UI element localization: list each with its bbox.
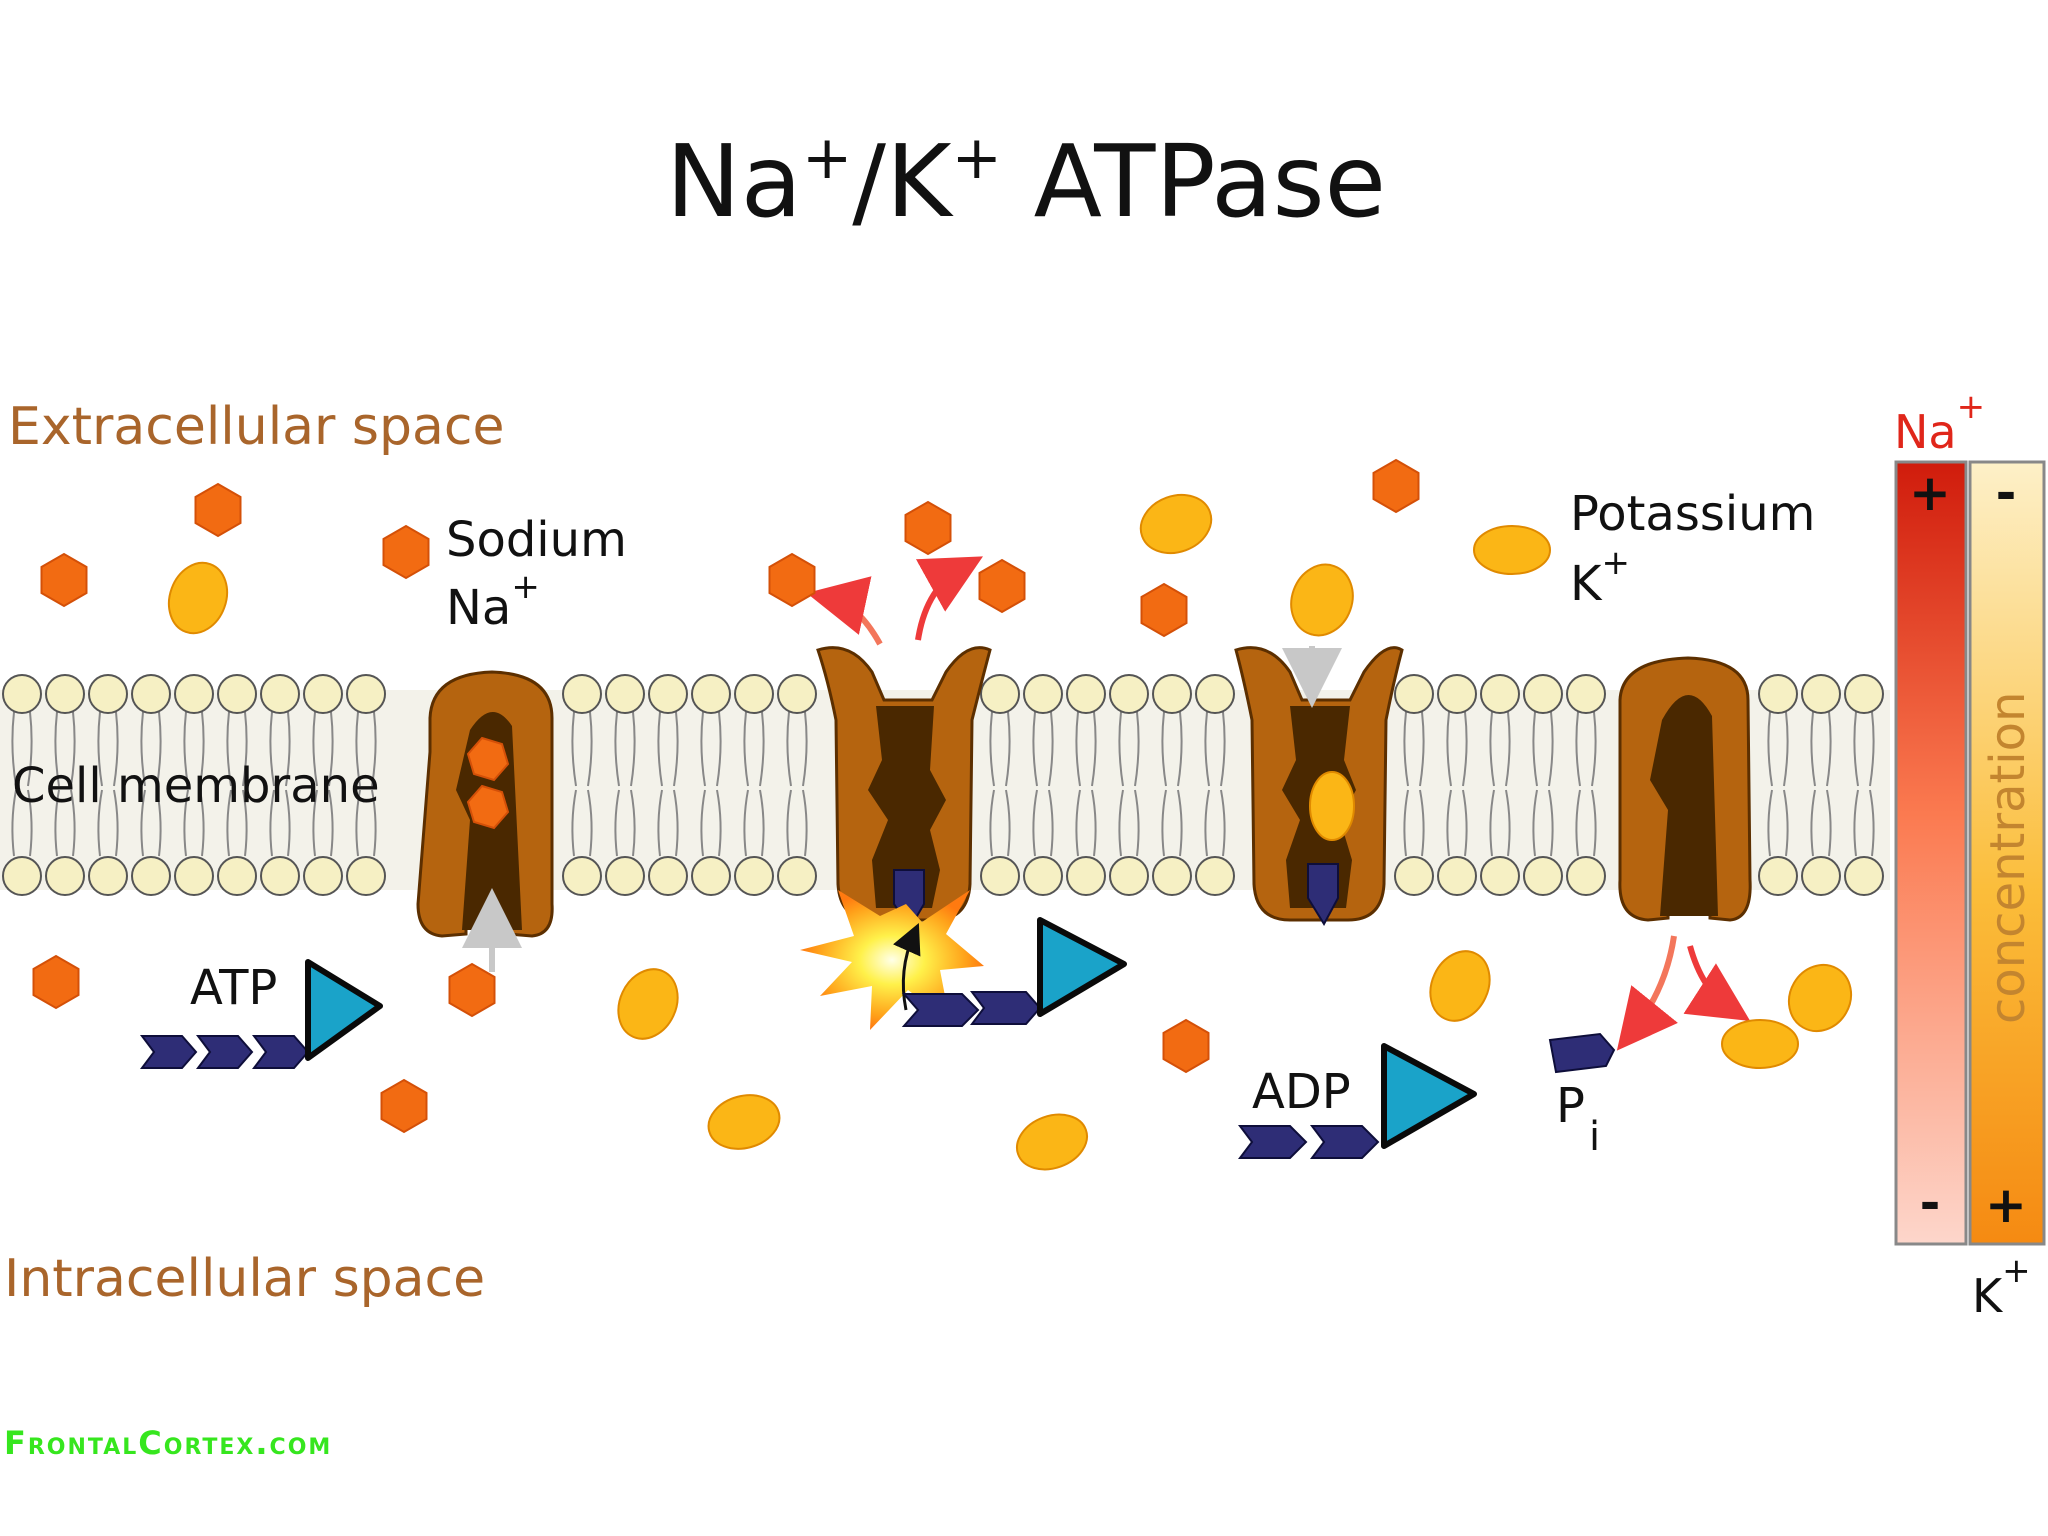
potassium-ion bbox=[1290, 563, 1354, 637]
sodium-ion bbox=[194, 482, 242, 538]
transport-arrows bbox=[462, 556, 1751, 1051]
sodium-ion bbox=[40, 552, 88, 608]
adp-label: ADP bbox=[1252, 1064, 1351, 1120]
atpase-protein-open-inside bbox=[416, 670, 554, 938]
potassium-high-sign: + bbox=[1985, 1176, 2027, 1234]
sodium-ion bbox=[380, 1078, 428, 1134]
sodium-ion bbox=[448, 962, 496, 1018]
atpase-protein-release-k bbox=[1618, 656, 1752, 922]
potassium-ion bbox=[1429, 950, 1491, 1022]
cell-membrane-label: Cell membrane bbox=[12, 758, 380, 814]
potassium-ion bbox=[1787, 963, 1853, 1033]
sodium-ion bbox=[768, 552, 816, 608]
potassium-ion bbox=[1473, 525, 1551, 575]
sodium-gradient bbox=[1894, 460, 1968, 1246]
atp-molecule bbox=[140, 959, 383, 1069]
sodium-high-sign: + bbox=[1909, 464, 1951, 522]
potassium-low-sign: - bbox=[1996, 464, 2017, 522]
sodium-ions bbox=[32, 458, 1420, 1134]
potassium-ion bbox=[167, 561, 229, 635]
sodium-ion bbox=[904, 500, 952, 556]
potassium-ion bbox=[1016, 1113, 1088, 1171]
sodium-ion bbox=[466, 784, 510, 830]
sodium-symbol-label: Na+ bbox=[446, 567, 540, 636]
sodium-ion bbox=[466, 736, 510, 782]
adp-molecule bbox=[1238, 1043, 1477, 1159]
atpase-protein-open-outside bbox=[816, 646, 992, 930]
atp-bound bbox=[901, 917, 1127, 1027]
potassium-ion bbox=[1309, 771, 1355, 841]
gradient-k-label: K+ bbox=[1972, 1251, 2031, 1323]
sodium-label: Sodium bbox=[446, 512, 627, 568]
potassium-ion bbox=[707, 1094, 781, 1150]
diagram-title: Na+/K+ ATPase bbox=[666, 123, 1386, 240]
sodium-ion bbox=[1140, 582, 1188, 638]
sodium-ion bbox=[978, 558, 1026, 614]
potassium-ion bbox=[1721, 1019, 1799, 1069]
intracellular-label: Intracellular space bbox=[4, 1249, 485, 1309]
potassium-gradient bbox=[1968, 460, 2046, 1246]
gradient-na-label: Na+ bbox=[1894, 387, 1985, 459]
extracellular-label: Extracellular space bbox=[8, 397, 504, 457]
potassium-ions bbox=[167, 493, 1853, 1171]
sodium-ion bbox=[32, 954, 80, 1010]
potassium-ion bbox=[1139, 493, 1213, 555]
concentration-label: concentration bbox=[1980, 692, 2036, 1024]
inorganic-phosphate bbox=[1548, 1032, 1616, 1074]
atp-label: ATP bbox=[190, 960, 277, 1016]
sodium-ion bbox=[382, 524, 430, 580]
potassium-label: Potassium bbox=[1570, 486, 1815, 542]
phosphate-group bbox=[1307, 863, 1339, 927]
frontalcortex-watermark: FrontalCortex.com bbox=[4, 1424, 333, 1462]
sodium-ion bbox=[1372, 458, 1420, 514]
sodium-ion bbox=[1162, 1018, 1210, 1074]
sodium-low-sign: - bbox=[1920, 1174, 1941, 1232]
pi-label: Pi bbox=[1556, 1078, 1600, 1160]
concentration-gradient-bar: + - - + concentration Na+ K+ bbox=[1894, 387, 2046, 1323]
atpase-protein-binding-k bbox=[1234, 646, 1404, 927]
potassium-ion bbox=[617, 968, 679, 1040]
potassium-symbol-label: K+ bbox=[1570, 543, 1630, 612]
